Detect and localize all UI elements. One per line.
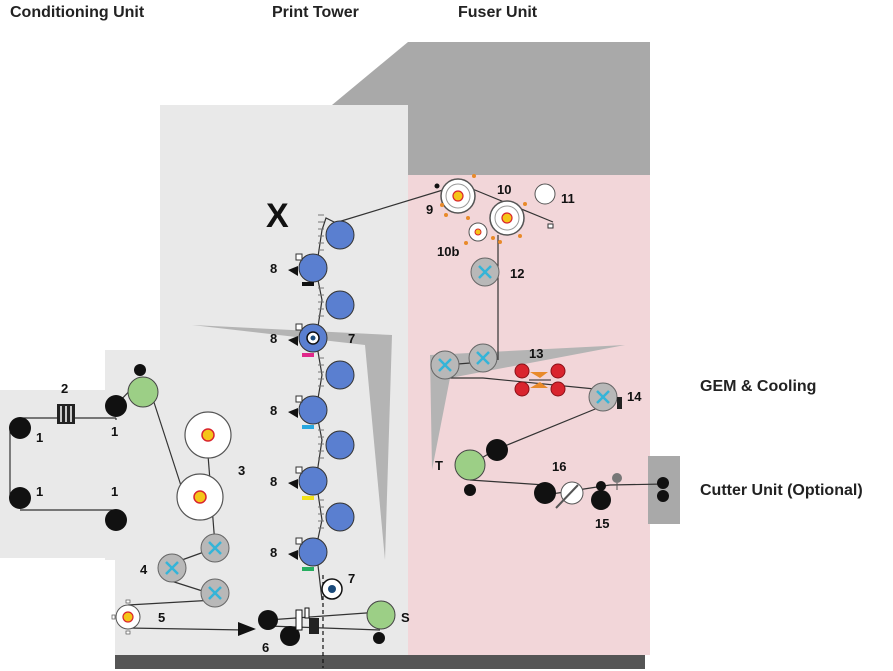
label-1b: 1 (36, 484, 43, 499)
print-unit-5 (288, 537, 328, 571)
idler-roller-1d (105, 509, 127, 531)
label-7-top: 7 (348, 331, 355, 346)
s-roller (366, 600, 396, 630)
marker-x: X (266, 197, 289, 235)
outfeed-rollers-15 (591, 473, 622, 510)
label-3: 3 (238, 463, 245, 478)
print-unit-1 (288, 253, 328, 286)
label-5: 5 (158, 610, 165, 625)
label-13: 13 (529, 346, 543, 361)
fuser-hood-front (408, 105, 650, 175)
tension-sensor-2 (57, 404, 75, 424)
transfer-roller (325, 290, 355, 320)
tower-web-guides (318, 214, 324, 529)
outfeed-roller (534, 482, 556, 504)
cutter-unit-heading: Cutter Unit (Optional) (700, 482, 863, 499)
label-8c: 8 (270, 403, 277, 418)
print-tower-heading: Print Tower (272, 4, 359, 21)
transfer-roller (325, 220, 355, 250)
label-1c: 1 (111, 424, 118, 439)
idler-roller-1c (105, 395, 127, 417)
fuser-hood-top (332, 42, 650, 105)
gem-cooling-heading: GEM & Cooling (700, 378, 817, 395)
print-tower-drums (288, 220, 355, 571)
infeed-green-roller (127, 376, 159, 408)
label-14: 14 (627, 389, 642, 404)
heated-roller-5 (111, 599, 141, 635)
web-direction-arrow (238, 622, 256, 636)
label-9: 9 (426, 202, 433, 217)
idler-roller-1b (9, 487, 31, 509)
label-11: 11 (561, 191, 575, 206)
infeed-housing (0, 390, 160, 558)
label-16: 16 (552, 459, 566, 474)
cutter-roller-top (657, 477, 669, 489)
splicer-16 (555, 481, 584, 509)
idler-roller-1a (9, 417, 31, 439)
print-unit-4 (288, 466, 328, 500)
label-8b: 8 (270, 331, 277, 346)
cleaning-roller-11 (534, 183, 556, 205)
gem-rollers (430, 343, 622, 412)
conditioning-unit-heading: Conditioning Unit (10, 4, 145, 21)
web-sensor-7-bottom-core (328, 585, 336, 593)
label-6: 6 (262, 640, 269, 655)
label-4: 4 (140, 562, 148, 577)
fuser-rollers (434, 178, 556, 287)
fuser-heater-dots (440, 174, 527, 245)
label-8a: 8 (270, 261, 277, 276)
fuser-body (408, 175, 650, 655)
infeed-rollers (9, 364, 159, 531)
gem-red-rollers-13 (514, 363, 566, 397)
base-plate (115, 655, 645, 669)
label-10: 10 (497, 182, 511, 197)
label-t: T (435, 458, 443, 473)
dancer-rolls-3 (176, 411, 232, 521)
tower-shadow (192, 325, 392, 560)
infeed-drive-6 (258, 607, 319, 646)
label-8e: 8 (270, 545, 277, 560)
guide-roller-small (134, 364, 146, 376)
label-s: S (401, 610, 410, 625)
t-roller (454, 449, 486, 481)
label-7-bottom: 7 (348, 571, 355, 586)
fuser-unit-heading: Fuser Unit (458, 4, 538, 21)
label-1d: 1 (111, 484, 118, 499)
s-roller-nip (373, 632, 385, 644)
label-12: 12 (510, 266, 524, 281)
print-unit-3 (288, 395, 328, 429)
cutter-roller-bottom (657, 490, 669, 502)
transfer-roller (325, 502, 355, 532)
transfer-roller (325, 360, 355, 390)
label-10b: 10b (437, 244, 459, 259)
label-1a: 1 (36, 430, 43, 445)
label-2: 2 (61, 381, 68, 396)
t-roller-bottom-nip (464, 484, 476, 496)
t-roller-top-nip (486, 439, 508, 461)
print-unit-2 (288, 323, 328, 357)
transfer-roller (325, 430, 355, 460)
cutter-housing (648, 456, 680, 524)
label-15: 15 (595, 516, 609, 531)
conditioning-rollers-4 (157, 533, 230, 608)
label-8d: 8 (270, 474, 277, 489)
